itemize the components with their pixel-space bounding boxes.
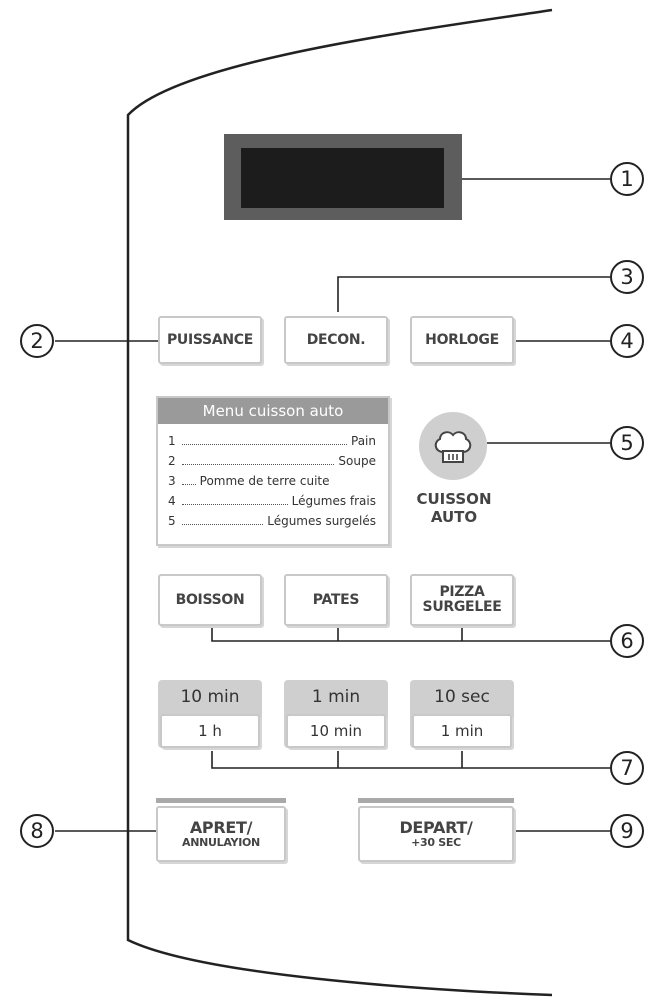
start-accent-bar — [358, 798, 514, 803]
pizza-label-line1: PIZZA — [439, 584, 485, 601]
stop-accent-bar — [156, 798, 286, 803]
menu-item: 5 Légumes surgelés — [168, 514, 376, 531]
leader-line-7 — [211, 751, 610, 769]
callout-8: 8 — [20, 814, 54, 848]
start-button[interactable]: DEPART/ +30 SEC — [358, 806, 514, 862]
menu-item-number: 1 — [168, 434, 176, 448]
display-screen — [241, 148, 444, 208]
puissance-button[interactable]: PUISSANCE — [158, 316, 262, 364]
menu-item-number: 5 — [168, 514, 176, 528]
time-button-bottom: 10 min — [286, 714, 386, 748]
stop-cancel-button[interactable]: APRET/ ANNULAYION — [156, 806, 286, 862]
menu-item: 3 Pomme de terre cuite — [168, 474, 376, 491]
time-button-bottom: 1 min — [412, 714, 512, 748]
menu-item-label: Légumes frais — [291, 494, 376, 508]
menu-item-number: 2 — [168, 454, 176, 468]
callout-7: 7 — [610, 751, 644, 785]
time-button-1min[interactable]: 1 min 10 min — [284, 680, 388, 748]
menu-item: 4 Légumes frais — [168, 494, 376, 511]
leader-line-6 — [211, 626, 610, 642]
callout-1: 1 — [610, 162, 644, 196]
stop-label-line2: ANNULAYION — [182, 835, 260, 849]
auto-cook-label: CUISSON AUTO — [400, 490, 508, 526]
auto-cook-label-line2: AUTO — [430, 508, 478, 526]
time-button-top: 10 min — [180, 687, 240, 707]
auto-cook-menu: Menu cuisson auto 1 Pain 2 Soupe 3 Pomme de… — [156, 396, 390, 546]
callout-6: 6 — [610, 624, 644, 658]
leader-line-3 — [337, 276, 610, 312]
callout-9: 9 — [610, 814, 644, 848]
menu-item-label: Soupe — [338, 454, 376, 468]
time-button-10sec[interactable]: 10 sec 1 min — [410, 680, 514, 748]
auto-cook-button[interactable] — [419, 412, 487, 480]
menu-title: Menu cuisson auto — [158, 398, 388, 424]
pates-button[interactable]: PATES — [284, 574, 388, 626]
auto-cook-label-line1: CUISSON — [416, 490, 492, 508]
pizza-surgelee-button[interactable]: PIZZA SURGELEE — [410, 574, 514, 626]
callout-3: 3 — [610, 260, 644, 294]
menu-item-label: Pomme de terre cuite — [199, 474, 330, 488]
menu-item: 2 Soupe — [168, 454, 376, 471]
start-label-line2: +30 SEC — [411, 835, 461, 849]
decon-button[interactable]: DECON. — [284, 316, 388, 364]
boisson-button[interactable]: BOISSON — [158, 574, 262, 626]
menu-item-number: 3 — [168, 474, 176, 488]
menu-item-label: Légumes surgelés — [267, 514, 376, 528]
menu-item: 1 Pain — [168, 434, 376, 451]
time-button-10min[interactable]: 10 min 1 h — [158, 680, 262, 748]
panel-outline — [126, 8, 553, 997]
callout-4: 4 — [610, 324, 644, 358]
stop-label-line1: APRET/ — [189, 817, 253, 837]
callout-2: 2 — [20, 324, 54, 358]
time-button-bottom: 1 h — [160, 714, 260, 748]
start-label-line1: DEPART/ — [399, 817, 473, 837]
menu-item-label: Pain — [351, 434, 376, 448]
callout-5: 5 — [610, 426, 644, 460]
time-button-top: 1 min — [311, 687, 361, 707]
chef-hat-icon — [434, 431, 472, 463]
time-button-top: 10 sec — [434, 687, 490, 707]
horloge-button[interactable]: HORLOGE — [410, 316, 514, 364]
menu-item-number: 4 — [168, 494, 176, 508]
pizza-label-line2: SURGELEE — [422, 599, 502, 615]
